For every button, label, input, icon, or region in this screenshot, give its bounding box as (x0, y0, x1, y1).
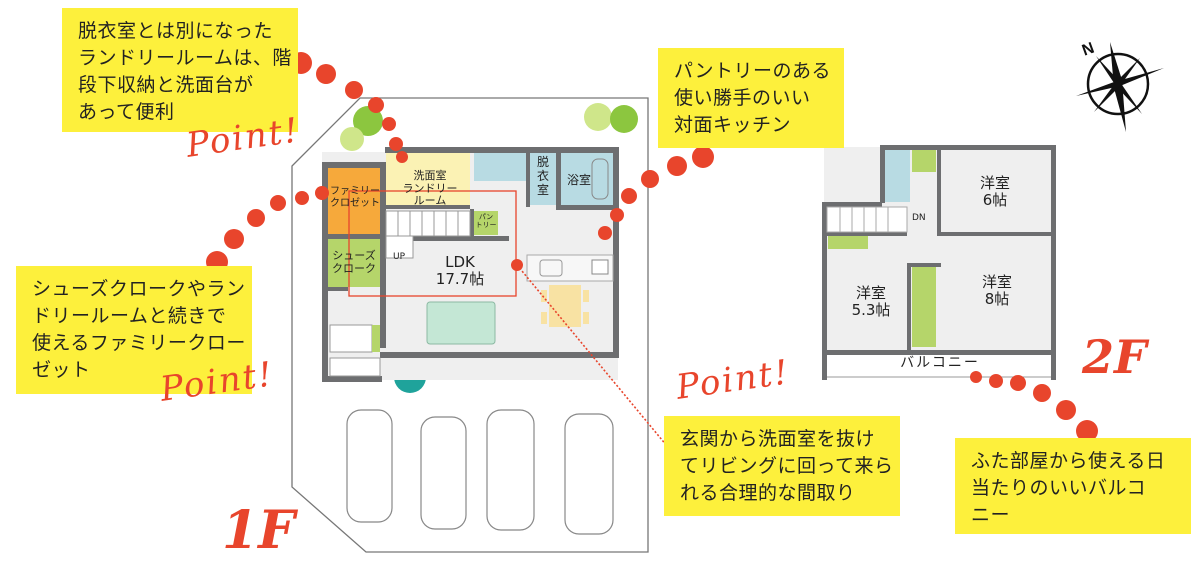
room-family-closet: ファミリー クロゼット (326, 186, 384, 209)
room-dressing: 脱 衣 室 (534, 155, 552, 197)
note-line: 段下収納と洗面台が (78, 74, 254, 96)
note-line: 対面キッチン (674, 114, 792, 136)
note-line: 使い勝手のいい (674, 87, 811, 109)
compass-icon: N (1076, 40, 1164, 132)
room-washroom: 洗面室 ランドリー ルーム (395, 169, 465, 208)
stairs-up-label: UP (393, 252, 406, 262)
note-line: 使えるファミリークロー (32, 332, 246, 354)
room-western-6-line: 6帖 (982, 191, 1008, 210)
room-dressing-char: 脱 (536, 155, 549, 169)
room-bath: 浴室 (566, 173, 591, 187)
floor-label-2f: 2F (1082, 330, 1147, 384)
note-line: ニー (971, 504, 1011, 526)
note-pantry: パントリーのある 使い勝手のいい 対面キッチン (658, 48, 844, 148)
note-line: シューズクロークやラン (32, 278, 246, 300)
room-western-8-line: 洋室 (981, 273, 1012, 291)
room-dressing-char: 衣 (536, 168, 549, 183)
note-balcony: ふた部屋から使える日 当たりのいいバルコ ニー (955, 438, 1191, 534)
room-washroom-line: ルーム (413, 194, 447, 208)
room-ldk-name: LDK (445, 253, 475, 271)
room-western-6: 洋室 6帖 (960, 174, 1030, 210)
stairs-down-label: DN (912, 213, 926, 223)
room-ldk-size: 17.7帖 (435, 270, 485, 289)
room-washroom-line: ランドリー (402, 181, 458, 195)
note-laundry: 脱衣室とは別になった ランドリールームは、階 段下収納と洗面台が あって便利 (62, 8, 298, 132)
north-label: N (1080, 40, 1097, 60)
note-line: パントリーのある (674, 60, 831, 82)
room-western-53: 洋室 5.3帖 (836, 284, 906, 320)
note-circulation: 玄関から洗面室を抜け てリビングに回って来ら れる合理的な間取り (664, 416, 900, 516)
callout-dots (206, 52, 1098, 442)
note-line: ゼット (32, 359, 91, 381)
room-western-8: 洋室 8帖 (962, 273, 1032, 309)
room-dressing-char: 室 (536, 182, 549, 197)
note-line: 脱衣室とは別になった (78, 20, 274, 42)
note-line: てリビングに回って来ら (680, 455, 894, 477)
note-line: 玄関から洗面室を抜け (680, 428, 876, 450)
room-western-53-line: 洋室 (855, 284, 886, 302)
note-line: れる合理的な間取り (680, 482, 856, 504)
room-pantry-line: トリー (475, 221, 497, 230)
room-washroom-line: 洗面室 (413, 169, 447, 182)
room-pantry-line: パン (478, 213, 494, 221)
room-ldk: LDK 17.7帖 (420, 253, 500, 289)
room-shoes-cloak-line: クローク (332, 261, 376, 275)
room-family-closet-line: クロゼット (330, 197, 380, 209)
note-line: ランドリールームは、階 (78, 47, 292, 69)
room-pantry: パン トリー (474, 213, 498, 229)
room-shoes-cloak-line: シューズ (332, 249, 376, 262)
note-line: あって便利 (78, 101, 175, 123)
room-western-53-line: 5.3帖 (851, 301, 891, 320)
parking-cars (346, 409, 614, 535)
note-closet: シューズクロークやラン ドリールームと続きで 使えるファミリークロー ゼット (16, 266, 252, 394)
balcony-label: バルコニー (900, 355, 980, 371)
floor-label-1f: 1F (222, 500, 296, 561)
note-line: ドリールームと続きで (32, 305, 227, 327)
room-family-closet-line: ファミリー (330, 186, 380, 197)
note-line: ふた部屋から使える日 (971, 450, 1166, 472)
note-line: 当たりのいいバルコ (971, 477, 1147, 499)
site-boundary-1f (291, 97, 649, 553)
room-western-6-line: 洋室 (979, 174, 1010, 192)
room-western-8-line: 8帖 (984, 290, 1010, 309)
room-shoes-cloak: シューズ クローク (328, 249, 380, 275)
